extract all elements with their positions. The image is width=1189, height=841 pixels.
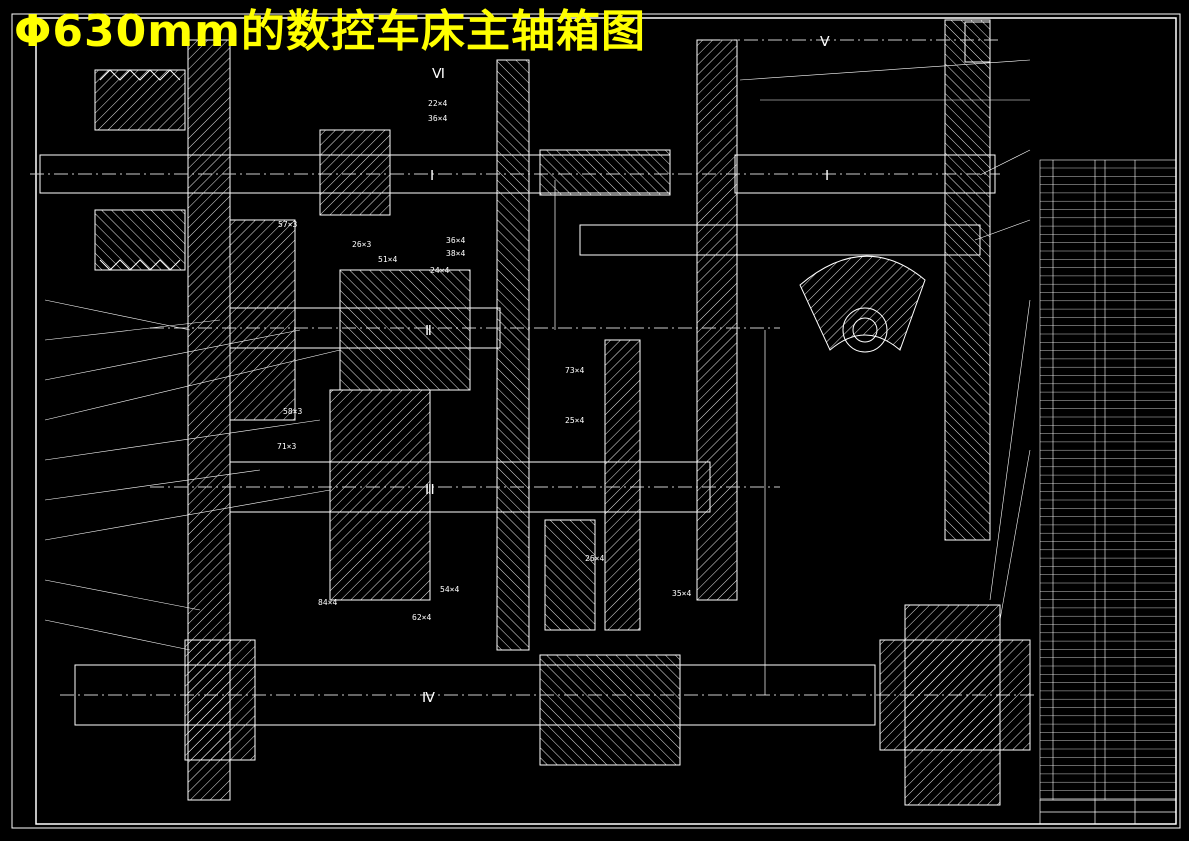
gear-callout: 26×4 bbox=[585, 554, 604, 563]
shaft-5 bbox=[720, 21, 1000, 63]
shaft-label-6: Ⅵ bbox=[432, 66, 445, 82]
gear-callout: 36×4 bbox=[446, 236, 465, 245]
gear-callout: 84×4 bbox=[318, 598, 337, 607]
title-block bbox=[1039, 799, 1177, 825]
shaft-label-5: Ⅴ bbox=[820, 34, 830, 50]
gear-callout: 73×4 bbox=[565, 366, 584, 375]
shift-sector bbox=[579, 224, 981, 353]
drawing-title: Φ630mm的数控车床主轴箱图 bbox=[14, 6, 646, 57]
gear-callout: 51×4 bbox=[378, 255, 397, 264]
shaft-4 bbox=[60, 639, 1035, 766]
gear-callout: 38×4 bbox=[446, 249, 465, 258]
shaft-label-2: Ⅱ bbox=[425, 323, 432, 339]
gear-callout: 71×3 bbox=[277, 442, 296, 451]
gear-callout: 36×4 bbox=[428, 114, 447, 123]
gear-callout: 25×4 bbox=[565, 416, 584, 425]
leader-lines bbox=[44, 59, 1031, 651]
shaft-1 bbox=[30, 129, 1000, 216]
shaft-label-3: Ⅲ bbox=[425, 482, 435, 498]
shaft-label-4: Ⅳ bbox=[422, 690, 435, 706]
gear-callout: 22×4 bbox=[428, 99, 447, 108]
gear-callout: 62×4 bbox=[412, 613, 431, 622]
pulley bbox=[94, 69, 186, 271]
gear-callout: 35×4 bbox=[672, 589, 691, 598]
gear-callout: 58×3 bbox=[283, 407, 302, 416]
gear-callout: 54×4 bbox=[440, 585, 459, 594]
shaft-label-1: Ⅰ bbox=[430, 168, 434, 184]
gear-callout: 57×3 bbox=[278, 220, 297, 229]
gear-callout: 26×3 bbox=[352, 240, 371, 249]
shaft-labels: Ⅰ Ⅰ Ⅱ Ⅲ Ⅳ Ⅴ Ⅵ bbox=[422, 34, 830, 706]
outer-border bbox=[11, 13, 1181, 829]
dimension-lines bbox=[554, 180, 766, 695]
gear-callout: 24×4 bbox=[430, 266, 449, 275]
gear-callouts: 22×4 36×4 57×3 26×3 51×4 24×4 36×4 38×4 … bbox=[277, 99, 691, 622]
parts-list-table bbox=[1039, 159, 1177, 801]
shaft-3 bbox=[150, 339, 780, 631]
shaft-2 bbox=[150, 219, 780, 421]
parts-list-rows bbox=[1040, 167, 1176, 799]
shaft-label-1b: Ⅰ bbox=[825, 168, 829, 184]
